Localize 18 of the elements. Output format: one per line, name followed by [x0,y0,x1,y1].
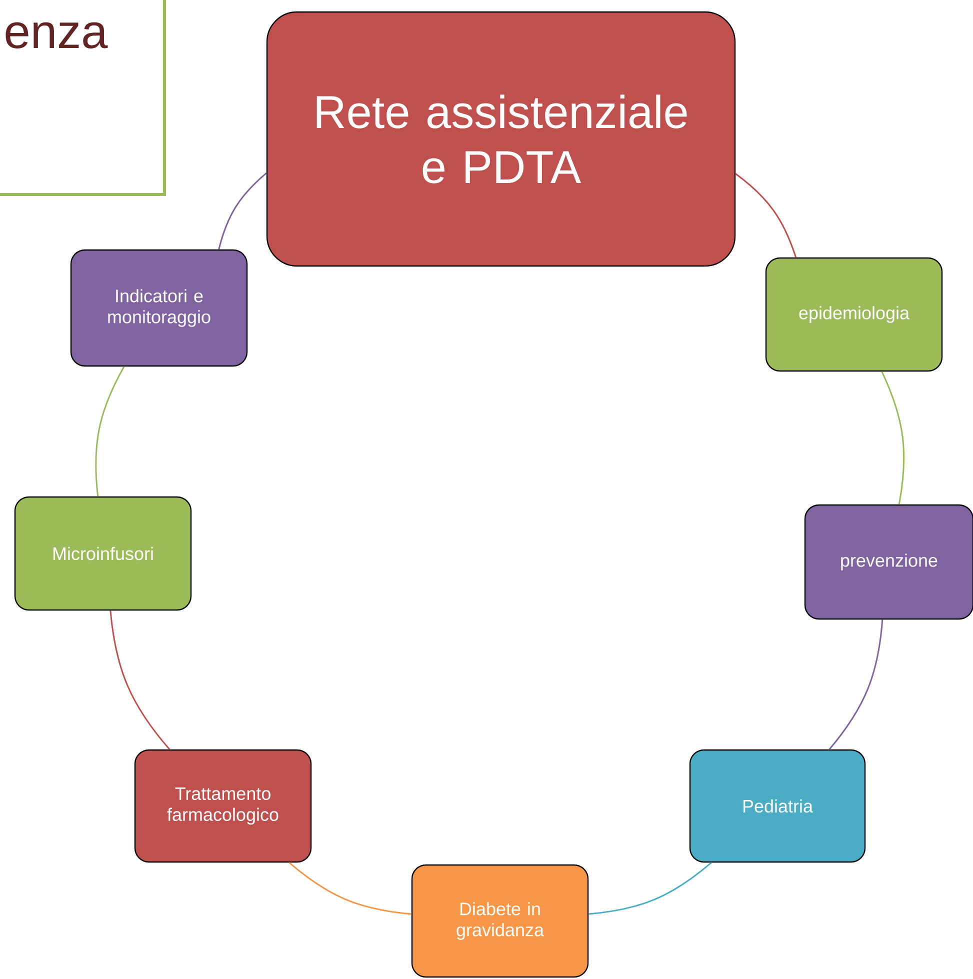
topic-box: epidemiologia [765,257,943,372]
topic-box: Rete assistenziale e PDTA [266,11,736,267]
topic-box: Microinfusori [14,496,192,611]
connector-arc [735,173,797,258]
connector-arc [218,172,267,250]
connector-arc [881,371,905,505]
topic-box: prevenzione [804,504,973,620]
topic-box: Pediatria [689,749,866,863]
connector-arc [828,620,884,750]
title-text: enza [6,22,108,48]
title-box [0,0,166,196]
connector-arc [110,610,170,750]
connector-arc [288,862,412,915]
topic-box: Diabete in gravidanza [411,864,589,978]
connector-arc [588,862,712,915]
topic-box: Trattamento farmacologico [134,749,312,863]
connector-arc [95,366,125,496]
topic-box: Indicatori e monitoraggio [70,249,248,367]
